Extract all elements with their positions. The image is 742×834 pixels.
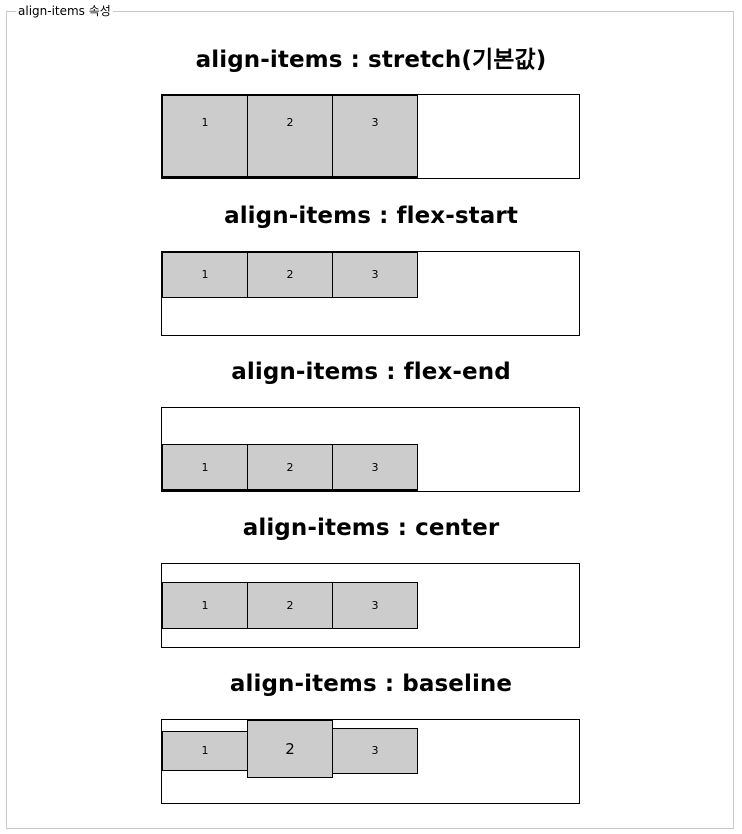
section-title-center: align-items : center — [242, 515, 500, 541]
flex-item: 3 — [332, 582, 418, 629]
flex-item: 1 — [162, 252, 248, 298]
section-center: align-items : center — [0, 512, 742, 544]
fieldset-legend: align-items 속성 — [16, 3, 113, 19]
flex-item: 1 — [162, 731, 248, 771]
flex-item: 2 — [247, 252, 333, 298]
flex-item: 2 — [247, 582, 333, 629]
fieldset-frame — [6, 11, 734, 829]
section-flex-start: align-items : flex-start — [0, 200, 742, 232]
flex-container-flex-end: 1 2 3 — [161, 407, 580, 492]
section-baseline: align-items : baseline — [0, 668, 742, 700]
flex-item: 3 — [332, 444, 418, 491]
flex-container-flex-start: 1 2 3 — [161, 251, 580, 336]
flex-container-stretch: 1 2 3 — [161, 94, 580, 179]
section-title-stretch: align-items : stretch(기본값) — [195, 47, 547, 73]
flex-item: 2 — [247, 444, 333, 491]
section-flex-end: align-items : flex-end — [0, 356, 742, 388]
flex-item: 1 — [162, 95, 248, 178]
flex-container-center: 1 2 3 — [161, 563, 580, 648]
flex-item: 3 — [332, 728, 418, 774]
section-stretch: align-items : stretch(기본값) — [0, 44, 742, 76]
flex-item: 3 — [332, 95, 418, 178]
flex-item: 1 — [162, 444, 248, 491]
flex-item: 2 — [247, 95, 333, 178]
flex-item: 2 — [247, 720, 333, 778]
flex-item: 1 — [162, 582, 248, 629]
section-title-flex-end: align-items : flex-end — [231, 359, 511, 385]
flex-container-baseline: 1 2 3 — [161, 719, 580, 804]
section-title-baseline: align-items : baseline — [229, 671, 513, 697]
flex-item: 3 — [332, 252, 418, 298]
section-title-flex-start: align-items : flex-start — [224, 203, 518, 229]
